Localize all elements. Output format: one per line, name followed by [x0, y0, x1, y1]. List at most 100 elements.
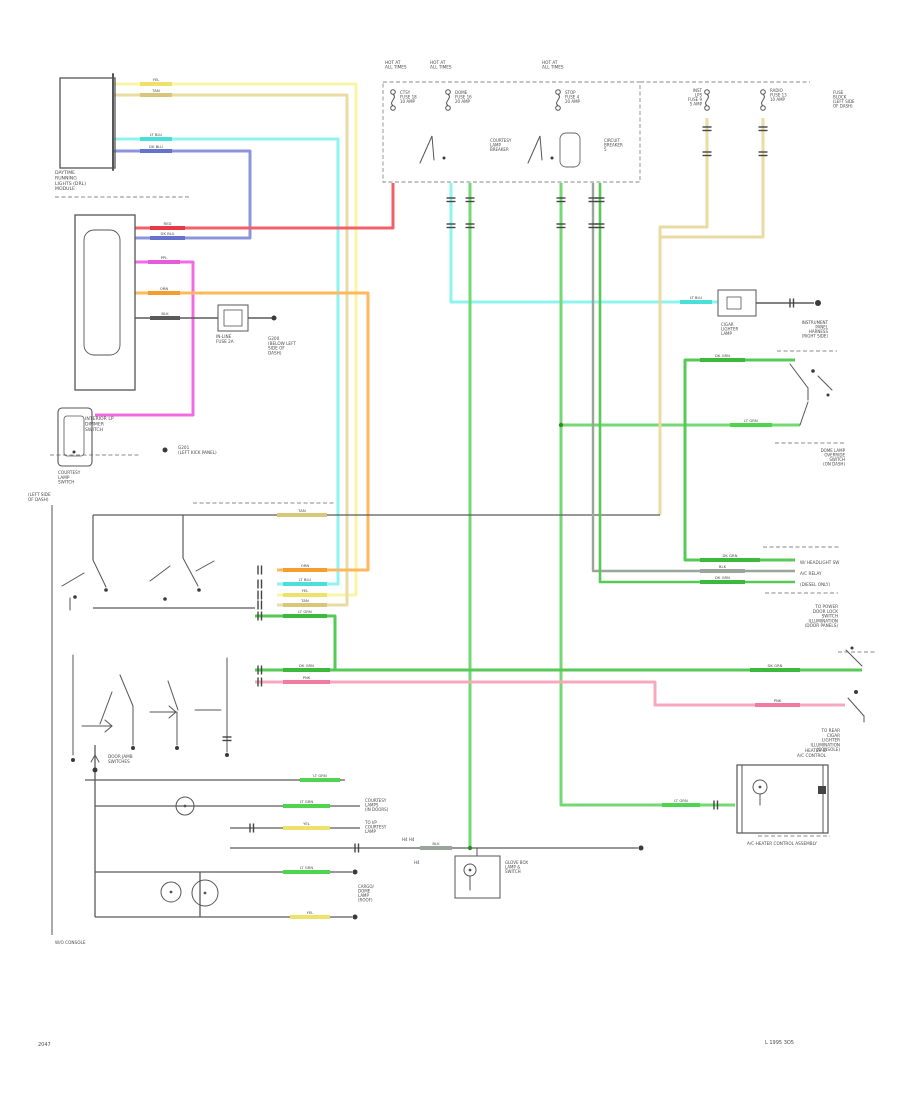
breaker-dot-1 [442, 156, 446, 160]
heater-above-label: HEATER &A/C CONTROL [797, 748, 827, 758]
cigar-lamp-box [717, 289, 757, 317]
seg-row-ltblu-code: LT BLU [299, 577, 312, 582]
h-frag-2: H4 [414, 860, 420, 865]
dimmer-tail-terminal [815, 300, 821, 306]
radio-fuse-element [761, 93, 765, 107]
glovebox-row-end [638, 845, 644, 851]
fuse-block-boundary [382, 81, 641, 183]
seg-bus-tan-code: TAN [297, 508, 306, 513]
dome-lamp [175, 796, 195, 816]
left-drop-arrow-a [90, 754, 96, 763]
jamb-sw2-dot [131, 746, 135, 750]
breaker-v-1 [419, 135, 435, 164]
seg-row-tan-code: TAN [300, 598, 309, 603]
hl-switch-arm-5 [195, 560, 215, 572]
dkgreen-dome-loop [683, 358, 795, 562]
seg-dome-row-code: LT GRN [300, 799, 314, 804]
stop-fuse-element [556, 93, 560, 107]
jamb-sw3-arm [167, 680, 179, 711]
breaker-v-2 [527, 135, 543, 164]
seg-dkblu-low-code: DK BLU [161, 231, 175, 236]
ctsy-fuse-top [390, 89, 396, 95]
ltgreen-heater-feed [559, 183, 735, 807]
override-contact-dot [826, 393, 830, 397]
seg-orn-code: ORN [160, 286, 169, 291]
seg-ip-row-code: YEL [303, 821, 311, 826]
hl-sw-dot-2 [104, 588, 108, 592]
seg-ltblu-top-code: LT BLU [150, 132, 163, 137]
dkgreen-ac-row [598, 183, 795, 584]
orange-wire [135, 291, 370, 572]
dome-fuse-bottom [445, 105, 451, 111]
cigar-lamp-inner [726, 296, 742, 310]
seg-pink-left-code: PNK [303, 675, 311, 680]
inst-lps-fuse-top [704, 89, 710, 95]
ctsy-fuse-bottom [390, 105, 396, 111]
jamb-sw1-dot [71, 758, 75, 762]
cargo-lamp-large-filament [203, 891, 207, 895]
dome-switch-arm [845, 649, 863, 667]
seg-row571-code: BLK [719, 564, 727, 569]
seg-tan-top-code: TAN [151, 88, 160, 93]
dkblue-loop [113, 149, 252, 240]
purple-wire [95, 260, 195, 417]
tan-feed [113, 93, 349, 607]
seg-long-dkgrn-right-code: DK GRN [767, 663, 782, 668]
seg-heater-ltgrn-code: LT GRN [674, 798, 688, 803]
g201-terminal [162, 447, 168, 453]
seg-blk-code: BLK [161, 311, 169, 316]
dome-sw-dot [850, 646, 854, 650]
hl-sw-dot-4 [197, 588, 201, 592]
inline-fuse-box [217, 304, 249, 332]
junction-override [558, 422, 564, 428]
radio-fuse-bottom [760, 105, 766, 111]
cargo-bottom-end [352, 914, 358, 920]
dimmer-switch-box [74, 214, 136, 391]
red-fuse-feed [135, 183, 395, 230]
h-frag-1: H4 H4 [402, 837, 415, 842]
g201-label: G201(LEFT KICK PANEL) [178, 445, 217, 455]
heater-lamp [752, 779, 768, 795]
cargo-lamp-large [191, 879, 219, 907]
ltgrn-switch-row [255, 614, 337, 670]
seg-dkblu-top-code: DK BLU [149, 144, 163, 149]
footer-left: 2047 [38, 1042, 51, 1048]
seg-pink-right-code: PNK [774, 698, 782, 703]
footer-right: L 1995 3O5 [765, 1040, 794, 1046]
cargo-lamp-small [160, 881, 182, 903]
hl-switch-arm-4 [182, 557, 199, 587]
glovebox-lamp [463, 863, 477, 877]
seg-cargo-bottom-code: YEL [307, 910, 315, 915]
jamb-arrow-d [168, 711, 177, 719]
breaker-pill [559, 132, 581, 168]
hl-switch-arm-1 [61, 572, 85, 587]
junction-glovebox [467, 845, 473, 851]
seg-ltblu-dimmer-code: LT BLU [690, 295, 703, 300]
override-switch-lead [799, 401, 809, 426]
ctsy-fuse-element [391, 93, 395, 107]
glovebox-lamp-box [454, 855, 501, 899]
breaker-dot-2 [550, 156, 554, 160]
dome-lamp-filament [183, 804, 187, 808]
pink-row [255, 680, 845, 707]
seg-row560-code: DK GRN [722, 553, 737, 558]
pink-switch-arm [847, 697, 865, 717]
seg-red-code: RED [164, 221, 172, 226]
jamb-sw4-dot [225, 753, 229, 757]
courtesy-sw-inner-dot [72, 450, 76, 454]
ltblue-dimmer-wire [449, 183, 718, 304]
